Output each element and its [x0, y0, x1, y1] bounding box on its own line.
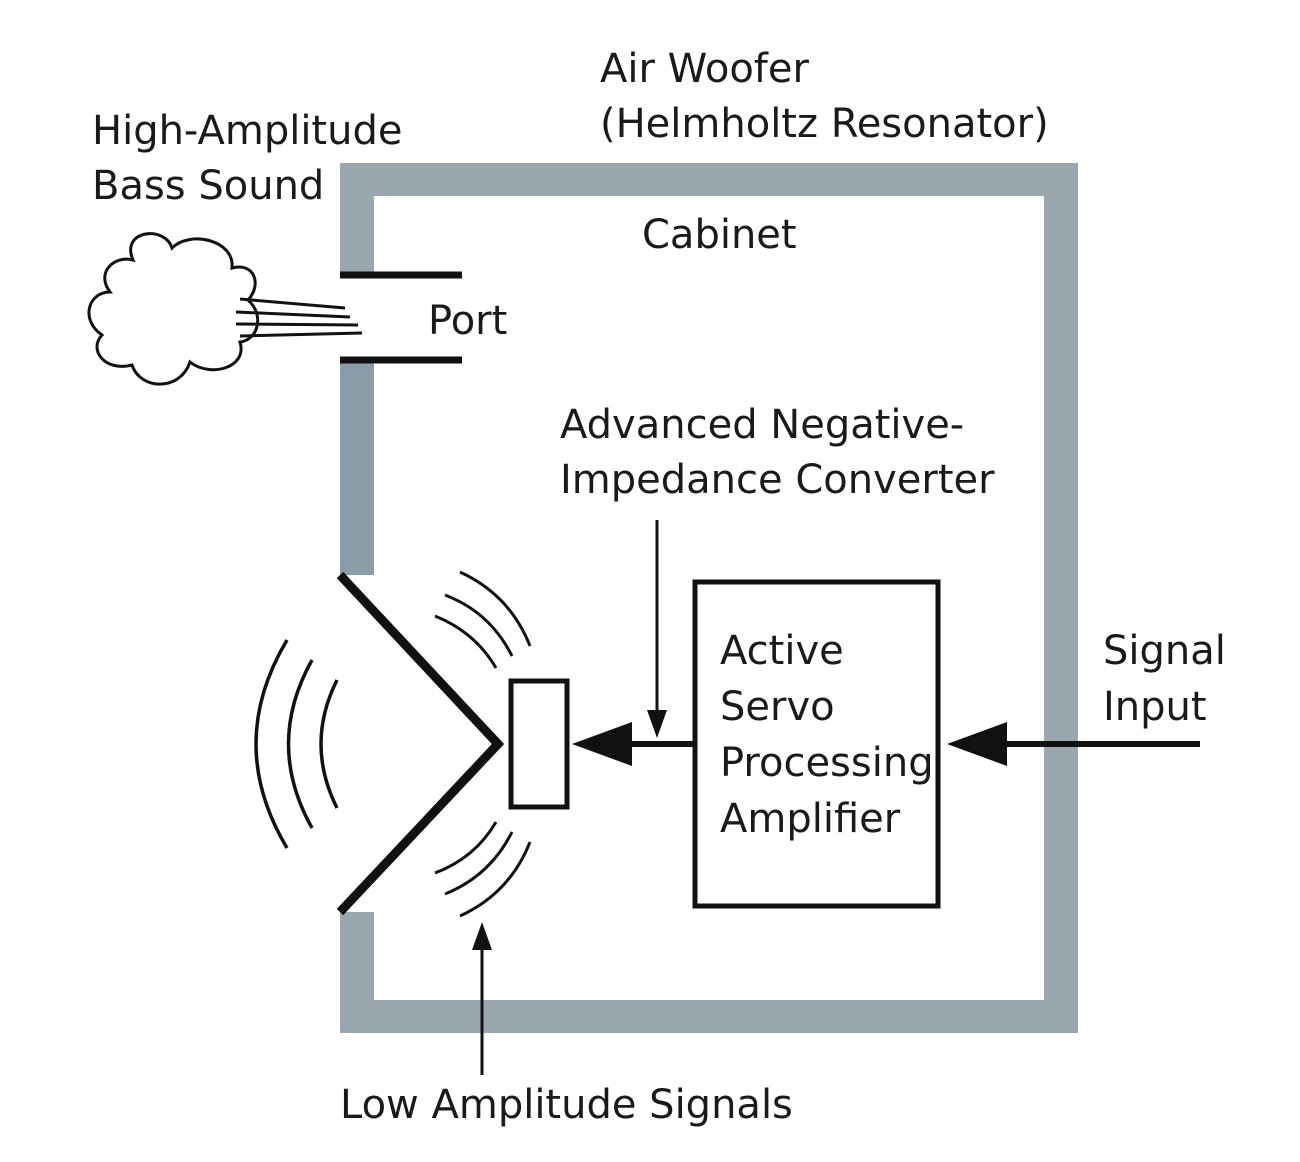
air-woofer-label-line1: Air Woofer	[600, 46, 809, 92]
air-woofer-label-line2: (Helmholtz Resonator)	[600, 101, 1049, 147]
signal-input-arrow	[947, 722, 1200, 766]
signal-input-label-line2: Input	[1103, 684, 1207, 730]
bass-sound-label-line2: Bass Sound	[92, 163, 324, 209]
amplifier-label-line4: Amplifier	[720, 796, 901, 842]
amplifier-label-line3: Processing	[720, 740, 934, 786]
amplifier-label-line1: Active	[720, 628, 844, 674]
signal-input-label-line1: Signal	[1103, 628, 1226, 674]
port-tube	[340, 271, 462, 364]
cabinet-wall-left-lower	[340, 912, 374, 1033]
cabinet-label: Cabinet	[642, 212, 797, 258]
driver-voice-coil	[508, 678, 570, 810]
sound-stream-lines	[235, 297, 363, 338]
cabinet-wall-bottom	[340, 1000, 1078, 1033]
cloud-icon	[87, 232, 260, 386]
cabinet-wall-right	[1044, 163, 1078, 1033]
converter-label-line1: Advanced Negative-	[560, 402, 964, 448]
bass-sound-cloud	[87, 232, 363, 386]
bass-sound-label-line1: High-Amplitude	[92, 108, 402, 154]
cabinet-wall-top	[340, 163, 1078, 196]
low-amplitude-pointer-arrow	[472, 922, 492, 1075]
inner-sound-waves-lower	[434, 821, 532, 918]
amplifier-box	[692, 579, 941, 909]
cabinet-wall-left-middle	[340, 360, 374, 575]
low-amplitude-label: Low Amplitude Signals	[340, 1082, 793, 1128]
inner-sound-waves-upper	[434, 570, 532, 669]
cabinet-frame	[340, 163, 1078, 1033]
cabinet-wall-left-upper	[340, 163, 374, 275]
port-label: Port	[428, 298, 507, 344]
speaker-cone	[336, 571, 505, 916]
converter-label-line2: Impedance Converter	[560, 457, 995, 503]
amplifier-label-line2: Servo	[720, 684, 835, 730]
outer-sound-waves	[254, 639, 339, 849]
converter-pointer-arrow	[647, 520, 667, 738]
amplifier-to-driver-arrow	[572, 722, 695, 766]
